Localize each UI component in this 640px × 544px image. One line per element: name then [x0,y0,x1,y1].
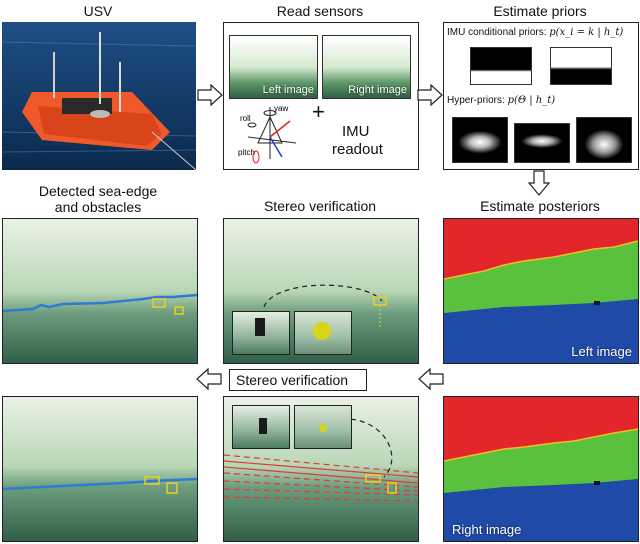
obstacle-box [374,297,386,305]
detected-title: Detected sea-edge and obstacles [0,183,196,215]
hyper-priors-label: Hyper-priors: p(Θ | h_t) [447,95,555,106]
stereo-verification-box-label: Stereo verification [236,372,348,388]
arrow-left-icon [418,368,444,390]
sea-edge-line [3,479,197,489]
sea-edge-line [3,295,197,311]
arrow-down-icon [528,170,550,196]
imu-label-line2: readout [332,141,383,158]
sensor-right-image-label: Right image [348,84,407,96]
stereo-verification-box: Stereo verification [229,369,367,391]
usv-photo [2,22,196,170]
read-sensors-panel: Left image Right image yaw roll pitch + … [223,22,419,170]
posterior-left-image: Left image [443,218,639,364]
arrow-left-icon [196,368,222,390]
stereo-crop-left [232,405,290,449]
sensor-left-image-label: Left image [263,84,314,96]
yaw-text: yaw [274,104,288,113]
estimate-priors-panel: IMU conditional priors: p(x_i = k | h_t)… [443,22,639,170]
read-sensors-title: Read sensors [222,3,418,19]
sensor-left-image: Left image [229,35,318,99]
obstacle-box [153,299,165,307]
pitch-text: pitch [238,148,255,157]
imu-priors-formula: p(x_i = k | h_t) [549,27,623,38]
plus-sign: + [312,99,325,125]
hyper-prior-map-2 [514,123,570,163]
hyper-prior-map-1 [452,117,508,163]
imu-prior-map-2 [550,47,612,85]
posterior-right-label: Right image [452,522,521,537]
detected-left-image [2,218,198,364]
arrow-right-icon [197,84,223,106]
sensor-right-image: Right image [322,35,411,99]
posterior-left-label: Left image [571,344,632,359]
hyper-prior-map-3 [576,117,632,163]
stereo-crop-left [232,311,290,355]
imu-label-line1: IMU [342,123,370,140]
stereo-bottom-image [223,396,419,542]
stereo-top-image [223,218,419,364]
posterior-right-image: Right image [443,396,639,542]
detected-right-image [2,396,198,542]
roll-text: roll [240,114,251,123]
estimate-posteriors-title: Estimate posteriors [442,198,638,214]
obstacle-box [175,307,183,314]
imu-priors-label: IMU conditional priors: p(x_i = k | h_t) [447,27,623,38]
usv-title: USV [0,3,196,19]
imu-prior-map-1 [470,47,532,85]
stereo-crop-right [294,311,352,355]
estimate-priors-title: Estimate priors [442,3,638,19]
arrow-right-icon [417,84,443,106]
imu-gyro-icon: yaw roll pitch [238,103,318,167]
stereo-crop-right [294,405,352,449]
hyper-priors-formula: p(Θ | h_t) [508,95,556,106]
obstacle-box [167,483,177,493]
stereo-verification-title: Stereo verification [222,198,418,214]
